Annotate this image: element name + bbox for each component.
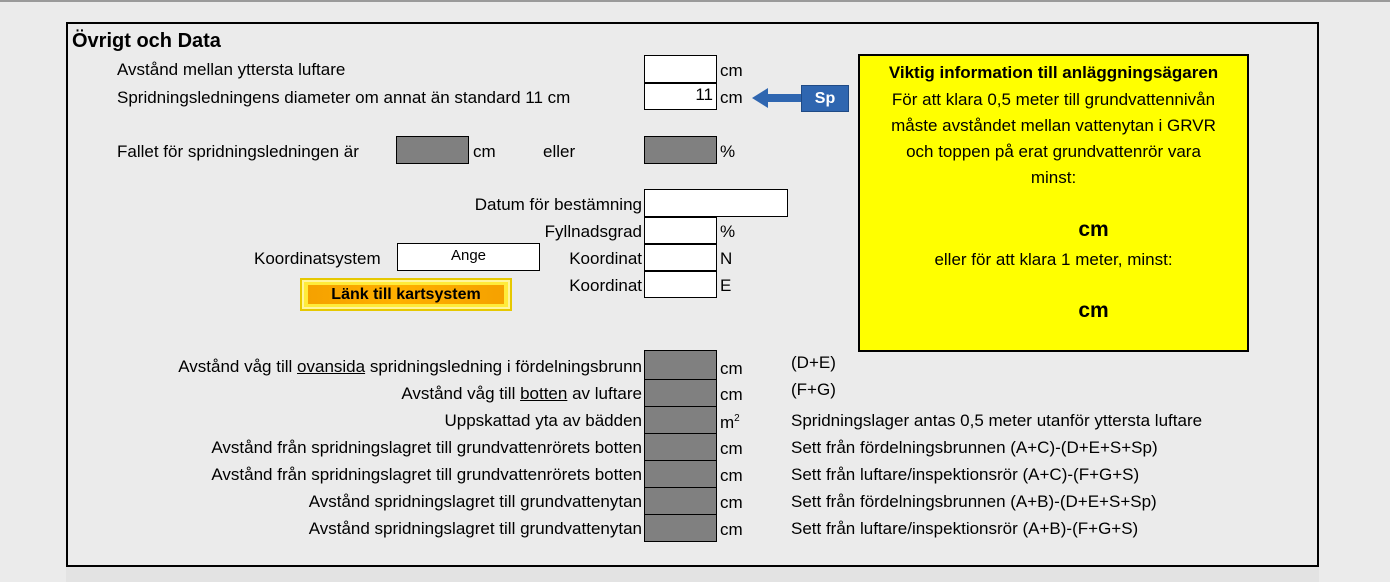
map-link-button[interactable]: Länk till kartsystem (300, 278, 512, 311)
row-unit: cm (720, 466, 743, 485)
row-unit: cm (720, 359, 743, 378)
info-box: Viktig information till anläggningsägare… (858, 54, 1249, 352)
row-unit: cm (720, 439, 743, 458)
map-link-label[interactable]: Länk till kartsystem (308, 285, 504, 304)
row-unit: cm (720, 493, 743, 512)
coord-system-label: Koordinatsystem (254, 249, 381, 268)
row-value-cell (644, 406, 717, 434)
info-line-4: minst: (1030, 168, 1077, 187)
top-border (0, 0, 1390, 2)
info-line-1: För att klara 0,5 meter till grundvatten… (891, 90, 1216, 109)
fill-label: Fyllnadsgrad (544, 222, 642, 241)
date-input[interactable] (644, 189, 788, 217)
diameter-label: Spridningsledningens diameter om annat ä… (117, 88, 571, 107)
row-label: Avstånd från spridningslagret till grund… (211, 465, 642, 484)
row-value-cell (644, 487, 717, 515)
slope-unit: cm (473, 142, 496, 161)
coord-unit-e: E (720, 276, 732, 295)
diameter-input[interactable]: 11 (644, 83, 717, 110)
row-label: Avstånd spridningslagret till grundvatte… (308, 492, 642, 511)
row-unit: cm (720, 385, 743, 404)
row-value-cell (644, 433, 717, 461)
distance-unit: cm (720, 61, 743, 80)
info-line-2: måste avståndet mellan vattenytan i GRVR (891, 116, 1216, 135)
row-note: Sett från luftare/inspektionsrör (A+C)-(… (791, 465, 1140, 484)
bottom-strip (66, 567, 1319, 582)
fill-input[interactable] (644, 217, 717, 244)
row-note: Sett från fördelningsbrunnen (A+B)-(D+E+… (791, 492, 1157, 511)
date-label: Datum för bestämning (474, 195, 642, 214)
section-title: Övrigt och Data (72, 30, 221, 52)
info-unit-1: cm (1078, 218, 1109, 241)
row-note: Sett från fördelningsbrunnen (A+C)-(D+E+… (791, 438, 1158, 457)
coord-unit-n: N (720, 249, 733, 268)
row-label: Avstånd från spridningslagret till grund… (211, 438, 642, 457)
percent-unit: % (720, 142, 736, 161)
row-label: Avstånd våg till botten av luftare (401, 384, 642, 403)
coord-label-n: Koordinat (569, 249, 642, 268)
row-value-cell (644, 379, 717, 407)
row-note: Sett från luftare/inspektionsrör (A+B)-(… (791, 519, 1139, 538)
row-unit: m2 (720, 413, 740, 432)
coord-system-select[interactable]: Ange (397, 243, 540, 271)
coord-label-e: Koordinat (569, 276, 642, 295)
row-label: Avstånd våg till ovansida spridningsledn… (178, 357, 642, 376)
coord-e-input[interactable] (644, 271, 717, 298)
row-note: Spridningslager antas 0,5 meter utanför … (791, 411, 1203, 430)
slope-cm-cell (396, 136, 469, 164)
distance-label: Avstånd mellan yttersta luftare (117, 60, 346, 79)
coord-n-input[interactable] (644, 244, 717, 271)
row-note: (D+E) (791, 353, 836, 372)
info-unit-2: cm (1078, 299, 1109, 322)
row-value-cell (644, 514, 717, 542)
info-line-3: och toppen på erat grundvattenrör vara (906, 142, 1201, 161)
info-line-5: eller för att klara 1 meter, minst: (934, 250, 1173, 269)
row-label: Uppskattad yta av bädden (444, 411, 642, 430)
diameter-unit: cm (720, 88, 743, 107)
row-note: (F+G) (791, 380, 836, 399)
row-unit: cm (720, 520, 743, 539)
arrow-left-icon (752, 88, 804, 108)
slope-percent-cell (644, 136, 717, 164)
slope-label: Fallet för spridningsledningen är (117, 142, 359, 161)
info-heading: Viktig information till anläggningsägare… (888, 63, 1219, 82)
distance-input[interactable] (644, 55, 717, 83)
sp-button[interactable]: Sp (801, 85, 849, 112)
row-value-cell (644, 460, 717, 488)
or-label: eller (543, 142, 576, 161)
row-label: Avstånd spridningslagret till grundvatte… (308, 519, 642, 538)
row-value-cell (644, 350, 717, 380)
fill-unit: % (720, 222, 736, 241)
